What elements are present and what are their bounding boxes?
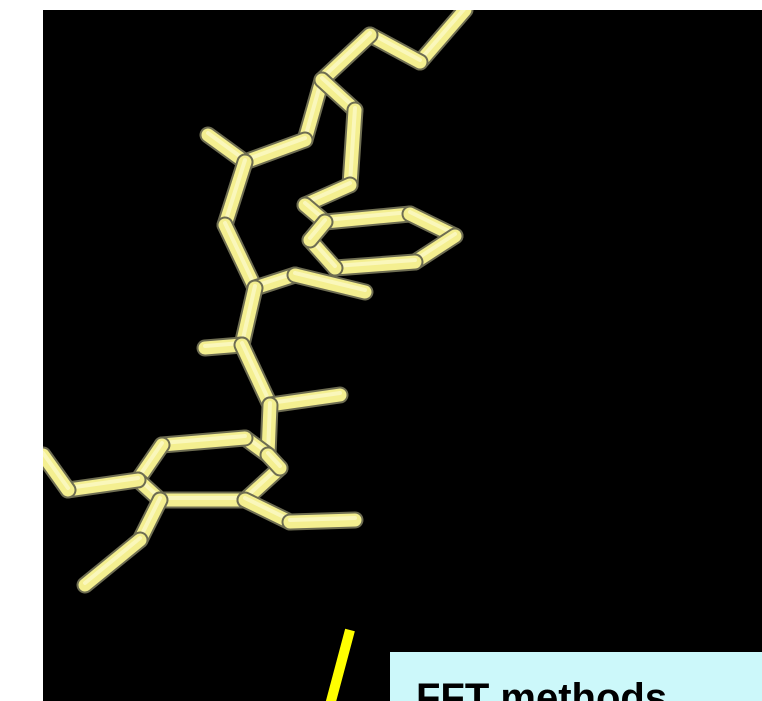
bond-stick-highlight: [206, 131, 247, 162]
bond-stick-highlight: [136, 441, 164, 480]
bond-stick-highlight: [268, 391, 342, 405]
bond-stick-highlight: [266, 451, 282, 468]
bond-stick-highlight: [293, 271, 367, 292]
bond-stick-highlight: [333, 258, 417, 268]
bond-stick-highlight: [240, 341, 272, 405]
bond-stick-highlight: [288, 516, 357, 522]
bond-stick-highlight: [243, 496, 292, 522]
bond-stick-highlight: [240, 284, 257, 345]
bond-stick-highlight: [160, 434, 247, 445]
molecule-stick-model: [43, 10, 474, 594]
molecule-viewport: [43, 10, 762, 701]
bond-stick-highlight: [303, 181, 352, 205]
bond-stick-highlight: [66, 476, 140, 490]
bond-stick-highlight: [308, 218, 327, 240]
bond-stick-highlight: [243, 136, 307, 162]
bond-stick-highlight: [223, 221, 257, 288]
bond-stick-highlight: [408, 210, 457, 236]
bond-stick-highlight: [223, 158, 247, 225]
bond-stick-highlight: [320, 31, 372, 80]
bond-stick-highlight: [138, 496, 162, 540]
caption-text: FFT methods: [416, 676, 668, 701]
bond-stick-highlight: [348, 106, 357, 185]
bond-stick-highlight: [418, 10, 466, 62]
caption-box: FFT methods: [390, 652, 762, 701]
bond-sticks: [43, 10, 474, 594]
bond-stick-highlight: [83, 536, 142, 585]
bond-stick-highlight: [266, 401, 272, 455]
bond-stick-highlight: [413, 232, 457, 262]
bond-stick-highlight: [320, 76, 357, 110]
bond-stick-highlight: [43, 451, 70, 490]
bond-stick-highlight: [368, 31, 422, 62]
bond-stick-highlight: [323, 210, 412, 222]
